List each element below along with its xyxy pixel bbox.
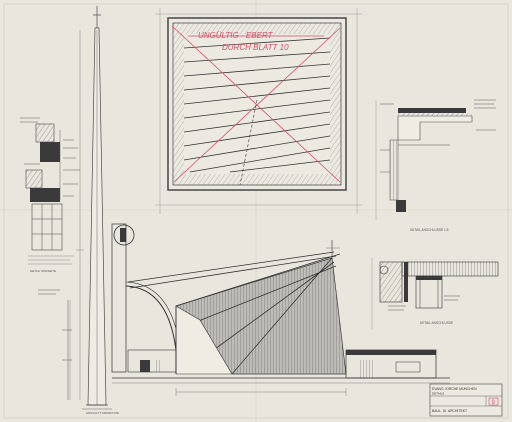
title-block-line1: EVANG. KIRCHE MÜNCHEN — [432, 387, 477, 391]
sheet-number: 9 — [492, 400, 496, 406]
detail-label-left: DETAIL SÜDSEITE — [30, 269, 56, 273]
spire-elevation — [76, 6, 112, 410]
spire-caption: ANSICHT TURMSPITZE — [86, 411, 119, 415]
title-block — [429, 383, 503, 417]
title-block-line3: BAUL. DI. ARCHITEKT — [432, 409, 467, 413]
detail-label-right: DETAIL ANSCHLUSSE 1:5 — [410, 228, 449, 232]
church-section — [111, 223, 450, 396]
eave-detail — [375, 99, 496, 220]
lower-right-detail — [371, 258, 499, 330]
roof-plan — [155, 8, 362, 214]
left-lower-detail — [38, 289, 72, 400]
detail-label-lower-right: DETAIL ANSCHLUSSE — [420, 321, 453, 325]
title-block-line2: DETAILS — [432, 392, 444, 396]
red-note-line2: DURCH BLATT 10 — [222, 43, 289, 52]
wall-section-detail — [20, 117, 80, 265]
red-note-line1: UNGÜLTIG - EBERT — [198, 31, 273, 40]
